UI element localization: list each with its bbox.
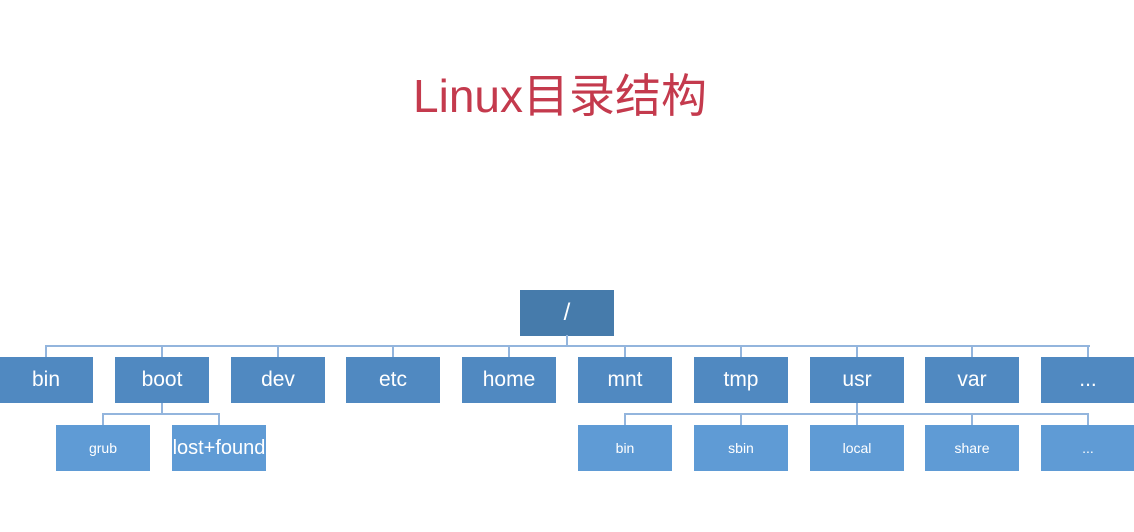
connector-line: [856, 403, 858, 414]
connector-line: [856, 345, 858, 357]
node-usr: usr: [810, 357, 904, 403]
connector-line: [1087, 345, 1089, 357]
connector-line: [103, 413, 220, 415]
connector-line: [392, 345, 394, 357]
node-boot-grub: grub: [56, 425, 150, 471]
connector-line: [971, 345, 973, 357]
connector-line: [740, 413, 742, 425]
connector-line: [161, 345, 163, 357]
connector-line: [102, 413, 104, 425]
node-usr-bin: bin: [578, 425, 672, 471]
connector-line: [624, 413, 626, 425]
node-mnt: mnt: [578, 357, 672, 403]
connector-line: [277, 345, 279, 357]
connector-line: [624, 345, 626, 357]
node-boot: boot: [115, 357, 209, 403]
node-root: /: [520, 290, 614, 336]
connector-line: [740, 345, 742, 357]
node-boot-lost-found: lost+found: [172, 425, 266, 471]
page-title: Linux目录结构: [413, 70, 707, 122]
node-usr-more: ...: [1041, 425, 1134, 471]
node-etc: etc: [346, 357, 440, 403]
node-usr-local: local: [810, 425, 904, 471]
node-dev: dev: [231, 357, 325, 403]
node-var: var: [925, 357, 1019, 403]
node-usr-share: share: [925, 425, 1019, 471]
connector-line: [45, 345, 47, 357]
connector-line: [566, 335, 568, 346]
node-more: ...: [1041, 357, 1134, 403]
connector-line: [1087, 413, 1089, 425]
connector-line: [45, 345, 1090, 347]
connector-line: [218, 413, 220, 425]
connector-line: [971, 413, 973, 425]
node-tmp: tmp: [694, 357, 788, 403]
connector-line: [856, 413, 858, 425]
connector-line: [508, 345, 510, 357]
connector-line: [161, 403, 163, 414]
node-bin: bin: [0, 357, 93, 403]
node-home: home: [462, 357, 556, 403]
node-usr-sbin: sbin: [694, 425, 788, 471]
